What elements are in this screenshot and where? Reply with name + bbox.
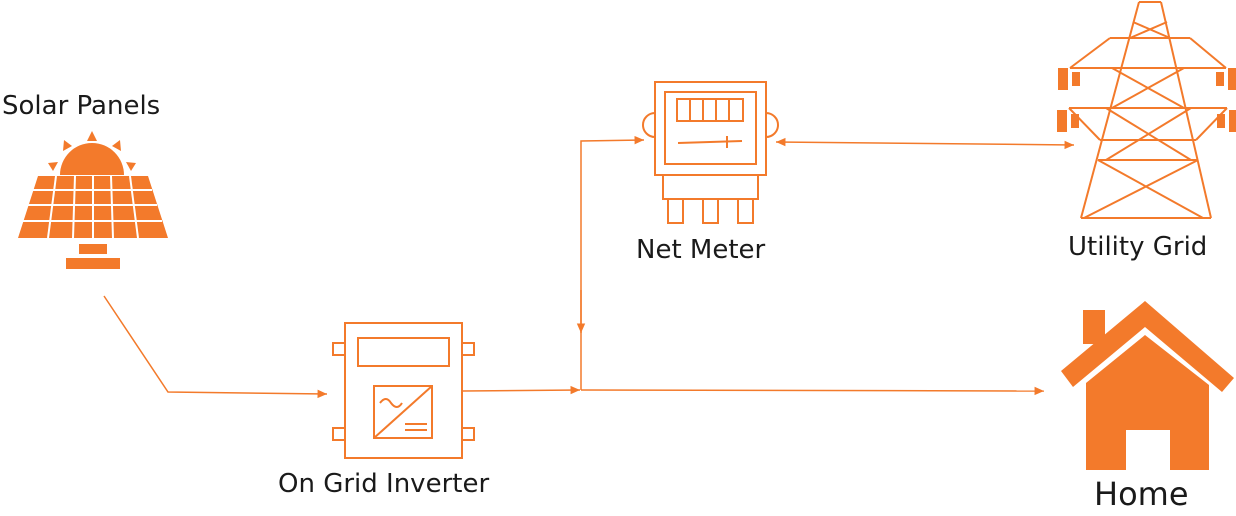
solar-panel-icon <box>18 131 168 269</box>
home-label: Home <box>1094 475 1189 513</box>
inverter-icon <box>332 322 475 459</box>
transmission-tower-icon <box>1057 1 1236 219</box>
inverter-label: On Grid Inverter <box>278 469 490 499</box>
connector-solar-to-inverter <box>103 295 328 399</box>
connector-inverter-to-junction <box>462 385 581 395</box>
connector-junction-to-meter <box>580 135 645 390</box>
solar-panels-label: Solar Panels <box>2 91 161 121</box>
house-icon <box>1061 301 1234 470</box>
connector-junction-to-home <box>580 386 1045 396</box>
net-meter-label: Net Meter <box>636 235 766 265</box>
utility-grid-label: Utility Grid <box>1068 232 1208 262</box>
connector-meter-grid-bidirectional <box>775 137 1075 150</box>
electric-meter-icon <box>642 81 779 224</box>
